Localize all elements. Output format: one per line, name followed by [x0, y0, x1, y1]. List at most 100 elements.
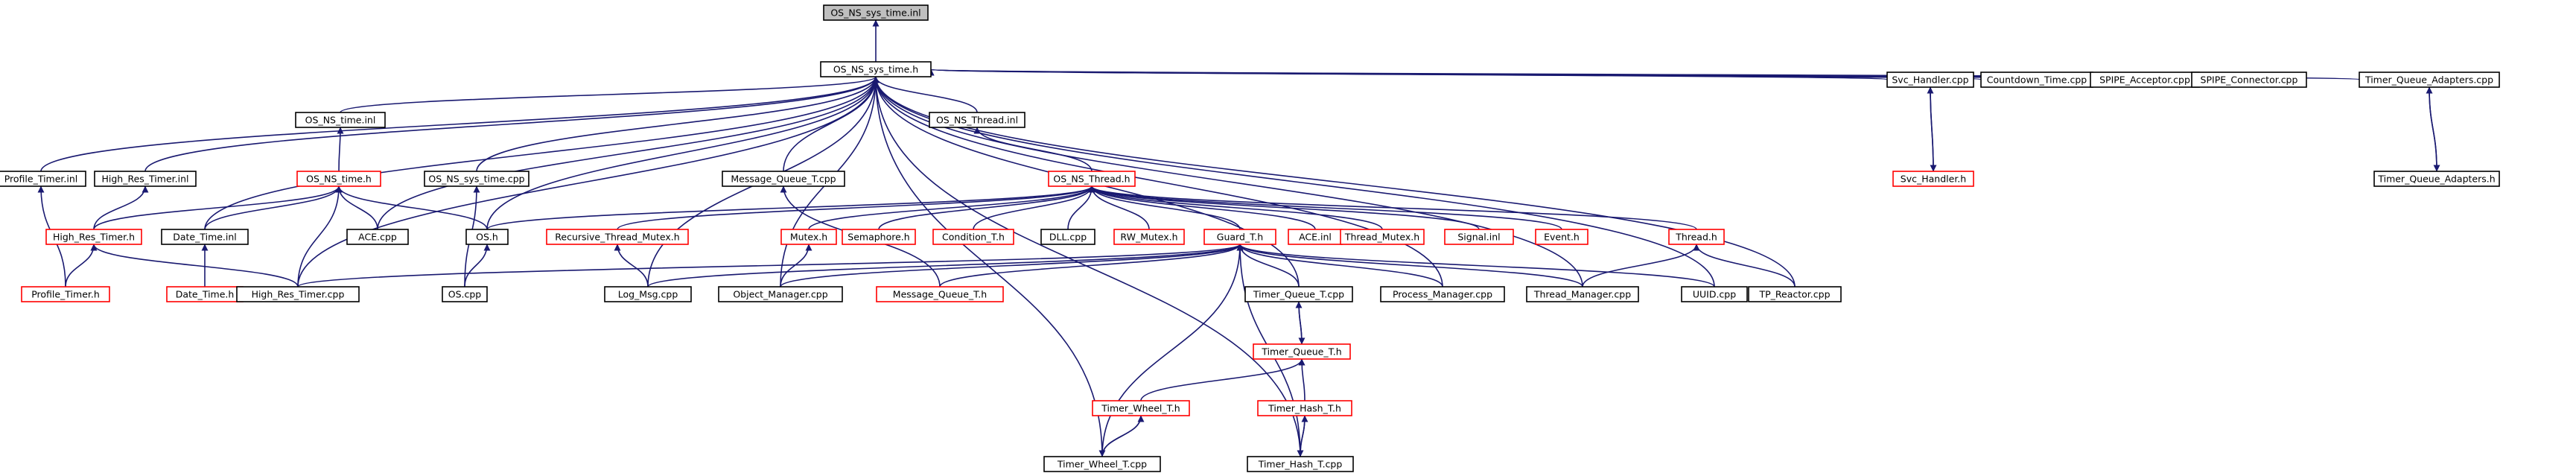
node-n03[interactable]: OS_NS_Thread.inl — [929, 112, 1025, 128]
node-box[interactable] — [1886, 72, 1974, 88]
node-n45[interactable]: Timer_Queue_T.h — [1253, 343, 1351, 360]
node-n05[interactable]: Countdown_Time.cpp — [1980, 72, 2093, 88]
node-box[interactable] — [161, 229, 249, 245]
node-n10[interactable]: High_Res_Timer.inl — [94, 171, 197, 187]
node-n34[interactable]: Date_Time.h — [166, 286, 244, 302]
node-n26[interactable]: RW_Mutex.h — [1113, 229, 1185, 245]
node-n11[interactable]: OS_NS_time.h — [296, 171, 381, 187]
node-n02[interactable]: OS_NS_time.inl — [295, 112, 386, 128]
node-box[interactable] — [442, 286, 488, 302]
node-n39[interactable]: Message_Queue_T.h — [876, 286, 1004, 302]
node-box[interactable] — [780, 229, 837, 245]
node-n07[interactable]: SPIPE_Connector.cpp — [2191, 72, 2307, 88]
node-box[interactable] — [722, 171, 845, 187]
edge-n31-to-n14 — [1088, 185, 1562, 230]
node-n46[interactable]: Timer_Wheel_T.h — [1092, 400, 1190, 416]
node-n36[interactable]: OS.cpp — [442, 286, 488, 302]
node-n01[interactable]: OS_NS_sys_time.h — [820, 61, 932, 77]
node-n48[interactable]: Timer_Wheel_T.cpp — [1043, 456, 1161, 472]
node-n30[interactable]: Signal.inl — [1444, 229, 1514, 245]
node-box[interactable] — [1244, 286, 1353, 302]
node-box[interactable] — [1040, 229, 1095, 245]
node-box[interactable] — [1340, 229, 1425, 245]
node-box[interactable] — [546, 229, 689, 245]
node-box[interactable] — [1043, 456, 1161, 472]
node-box[interactable] — [1048, 171, 1136, 187]
node-n25[interactable]: DLL.cpp — [1040, 229, 1095, 245]
node-n20[interactable]: OS.h — [465, 229, 509, 245]
node-n06[interactable]: SPIPE_Acceptor.cpp — [2090, 72, 2200, 88]
node-n18[interactable]: Date_Time.inl — [161, 229, 249, 245]
node-box[interactable] — [1203, 229, 1276, 245]
node-box[interactable] — [1526, 286, 1639, 302]
node-n38[interactable]: Object_Manager.cpp — [718, 286, 843, 302]
node-label: OS_NS_sys_time.h — [833, 64, 918, 75]
node-n35[interactable]: High_Res_Timer.cpp — [236, 286, 360, 302]
node-box[interactable] — [295, 112, 386, 128]
node-label: OS_NS_sys_time.inl — [830, 7, 920, 19]
node-box[interactable] — [346, 229, 409, 245]
node-n49[interactable]: Timer_Hash_T.cpp — [1247, 456, 1354, 472]
node-n28[interactable]: ACE.inl — [1288, 229, 1343, 245]
node-n13[interactable]: Message_Queue_T.cpp — [722, 171, 845, 187]
node-n33[interactable]: Profile_Timer.h — [21, 286, 110, 302]
node-box[interactable] — [21, 286, 110, 302]
node-box[interactable] — [1380, 286, 1505, 302]
node-n04[interactable]: Svc_Handler.cpp — [1886, 72, 1974, 88]
node-box[interactable] — [236, 286, 360, 302]
node-box[interactable] — [718, 286, 843, 302]
node-box[interactable] — [2191, 72, 2307, 88]
node-n22[interactable]: Mutex.h — [780, 229, 837, 245]
node-n14[interactable]: OS_NS_Thread.h — [1048, 171, 1136, 187]
node-box[interactable] — [1257, 400, 1352, 416]
node-box[interactable] — [604, 286, 692, 302]
node-box[interactable] — [820, 61, 932, 77]
node-box[interactable] — [296, 171, 381, 187]
node-n32[interactable]: Thread.h — [1668, 229, 1725, 245]
node-n41[interactable]: Process_Manager.cpp — [1380, 286, 1505, 302]
node-box[interactable] — [842, 229, 916, 245]
node-n43[interactable]: UUID.cpp — [1681, 286, 1748, 302]
node-box[interactable] — [929, 112, 1025, 128]
node-box[interactable] — [45, 229, 142, 245]
node-box[interactable] — [1253, 343, 1351, 360]
node-n17[interactable]: High_Res_Timer.h — [45, 229, 142, 245]
node-n09[interactable]: Profile_Timer.inl — [0, 171, 86, 187]
node-n23[interactable]: Semaphore.h — [842, 229, 916, 245]
node-box[interactable] — [94, 171, 197, 187]
node-box[interactable] — [2359, 72, 2500, 88]
node-n37[interactable]: Log_Msg.cpp — [604, 286, 692, 302]
node-box[interactable] — [0, 171, 86, 187]
node-n16[interactable]: Timer_Queue_Adapters.h — [2373, 171, 2500, 187]
node-box[interactable] — [876, 286, 1004, 302]
node-box[interactable] — [1113, 229, 1185, 245]
node-n44[interactable]: TP_Reactor.cpp — [1748, 286, 1842, 302]
node-box[interactable] — [1748, 286, 1842, 302]
node-n42[interactable]: Thread_Manager.cpp — [1526, 286, 1639, 302]
node-box[interactable] — [1247, 456, 1354, 472]
node-box[interactable] — [2373, 171, 2500, 187]
node-n15[interactable]: Svc_Handler.h — [1892, 171, 1974, 187]
node-box[interactable] — [823, 4, 929, 21]
node-n40[interactable]: Timer_Queue_T.cpp — [1244, 286, 1353, 302]
node-box[interactable] — [1092, 400, 1190, 416]
node-n12[interactable]: OS_NS_sys_time.cpp — [424, 171, 529, 187]
node-box[interactable] — [1892, 171, 1974, 187]
node-box[interactable] — [932, 229, 1014, 245]
node-n27[interactable]: Guard_T.h — [1203, 229, 1276, 245]
node-n31[interactable]: Event.h — [1535, 229, 1588, 245]
node-box[interactable] — [1668, 229, 1725, 245]
node-box[interactable] — [424, 171, 529, 187]
node-box[interactable] — [1444, 229, 1514, 245]
node-n24[interactable]: Condition_T.h — [932, 229, 1014, 245]
node-n08[interactable]: Timer_Queue_Adapters.cpp — [2359, 72, 2500, 88]
node-n00[interactable]: OS_NS_sys_time.inl — [823, 4, 929, 21]
node-n47[interactable]: Timer_Hash_T.h — [1257, 400, 1352, 416]
node-n19[interactable]: ACE.cpp — [346, 229, 409, 245]
node-n21[interactable]: Recursive_Thread_Mutex.h — [546, 229, 689, 245]
node-box[interactable] — [465, 229, 509, 245]
node-n29[interactable]: Thread_Mutex.h — [1340, 229, 1425, 245]
node-box[interactable] — [1681, 286, 1748, 302]
node-label: Date_Time.h — [176, 289, 235, 300]
node-box[interactable] — [1535, 229, 1588, 245]
